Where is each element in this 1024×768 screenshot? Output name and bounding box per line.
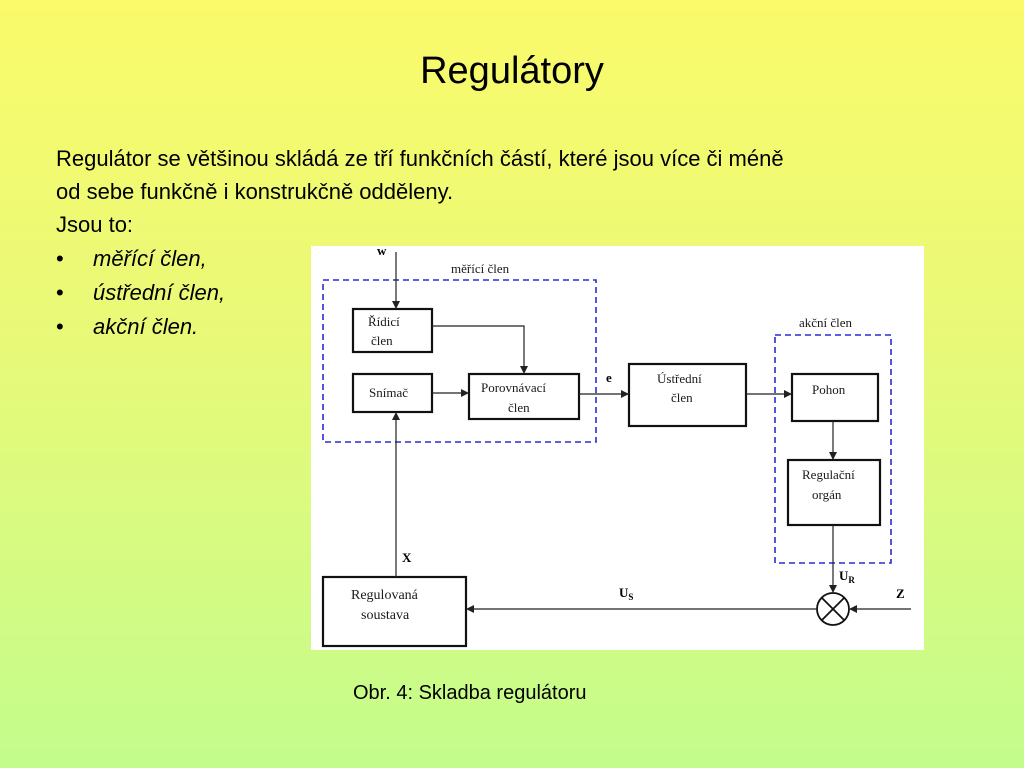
regulovana-soustava-text-1: Regulovaná: [351, 588, 419, 603]
regulator-diagram: měřící člen akční člen Řídicí člen Sníma…: [311, 246, 924, 650]
regulovana-soustava-text-2: soustava: [361, 608, 410, 623]
bullet-list: • měřící člen, • ústřední člen, • akční čle…: [56, 242, 225, 344]
bullet-text: ústřední člen,: [93, 280, 226, 305]
regulacni-organ-block: [786, 458, 882, 527]
pohon-block: [790, 372, 880, 423]
slide-title: Regulátory: [420, 50, 604, 92]
ustredni-clen-text-2: člen: [671, 390, 693, 405]
regulovana-soustava-block: [321, 575, 468, 648]
paragraph-line-3: Jsou to:: [56, 212, 134, 237]
bullet-text: akční člen.: [93, 314, 199, 339]
bullet-item: • akční člen.: [56, 310, 225, 344]
x-signal-label: X: [402, 550, 412, 565]
paragraph-line-1: Regulátor se většinou skládá ze tří funk…: [56, 146, 784, 171]
porovnavaci-clen-text-1: Porovnávací: [481, 380, 546, 395]
paragraph-line-2: od sebe funkčně i konstrukčně odděleny.: [56, 179, 454, 204]
action-group-label: akční člen: [799, 315, 853, 330]
pohon-text: Pohon: [812, 382, 846, 397]
ridici-clen-text-2: člen: [371, 333, 393, 348]
snimac-text: Snímač: [369, 385, 408, 400]
bullet-icon: •: [56, 314, 64, 339]
porovnavaci-clen-text-2: člen: [508, 400, 530, 415]
regulacni-organ-text-2: orgán: [812, 487, 842, 502]
z-signal-label: Z: [896, 586, 905, 601]
ridici-clen-block: [351, 307, 434, 354]
bullet-item: • měřící člen,: [56, 242, 225, 276]
intro-paragraph: Regulátor se většinou skládá ze tří funk…: [56, 142, 956, 241]
ridici-to-porovnavaci-arrow: [432, 325, 528, 374]
bullet-icon: •: [56, 246, 64, 271]
figure-caption: Obr. 4: Skladba regulátoru: [353, 682, 587, 704]
bullet-item: • ústřední člen,: [56, 276, 225, 310]
us-signal-label: US: [619, 585, 633, 602]
ur-signal-label: UR: [839, 568, 855, 585]
porovnavaci-clen-block: [467, 372, 581, 421]
bullet-icon: •: [56, 280, 64, 305]
ustredni-clen-block: [627, 362, 748, 428]
w-signal-label: w: [377, 246, 387, 258]
ustredni-clen-text-1: Ústřední: [657, 371, 702, 386]
regulacni-organ-text-1: Regulační: [802, 467, 855, 482]
bullet-text: měřící člen,: [93, 246, 207, 271]
ridici-clen-text-1: Řídicí: [368, 314, 400, 329]
measuring-group-frame: [322, 279, 597, 443]
summing-junction: [816, 592, 850, 626]
diagram-canvas: měřící člen akční člen Řídicí člen Sníma…: [321, 246, 911, 648]
e-signal-label: e: [606, 370, 612, 385]
measuring-group-label: měřící člen: [451, 261, 510, 276]
